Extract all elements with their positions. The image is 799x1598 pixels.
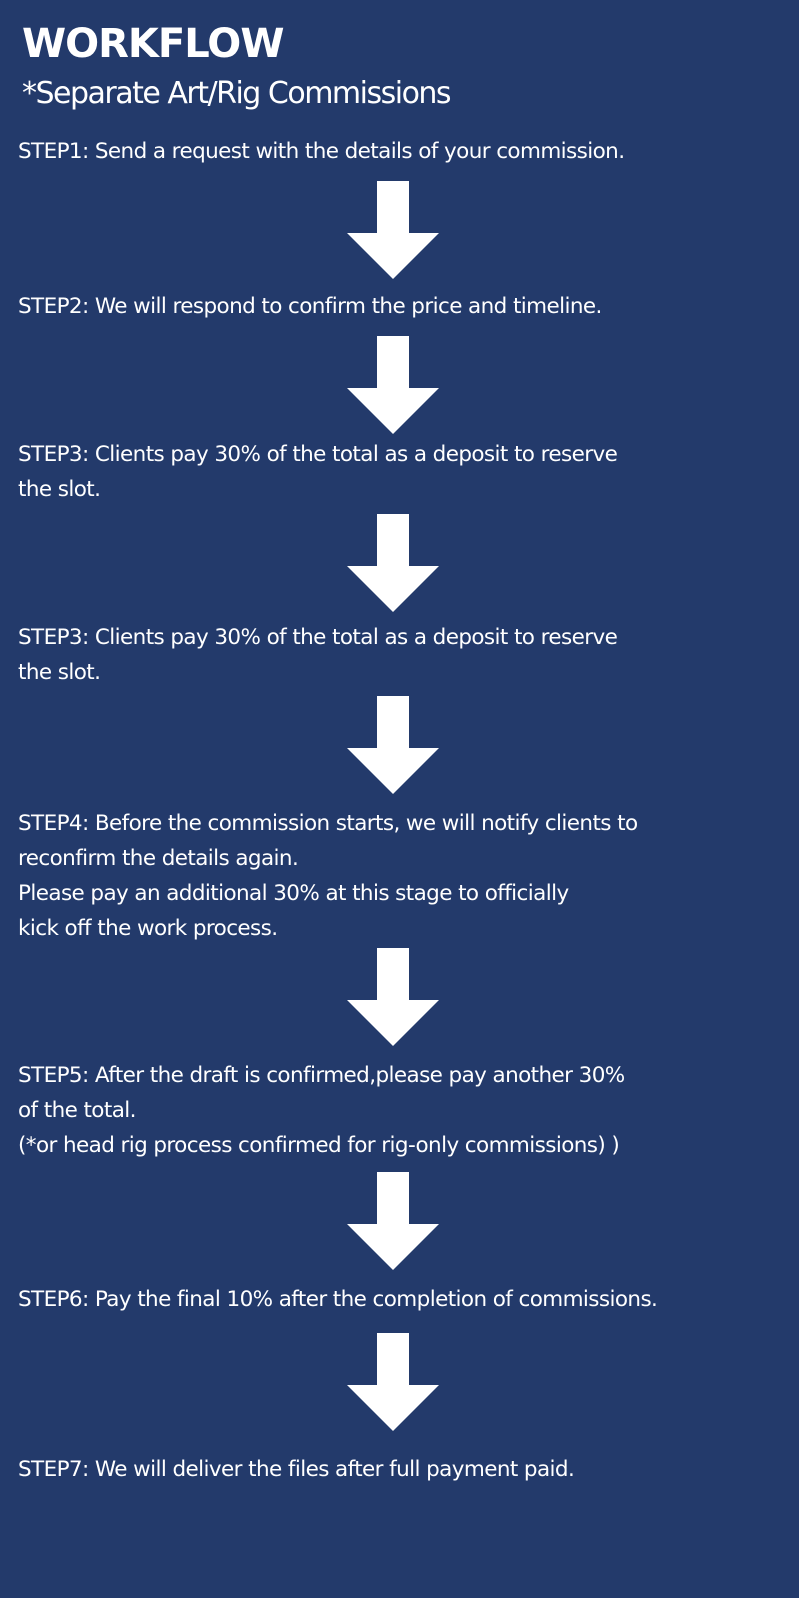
workflow-step-1: STEP1: Send a request with the details o… bbox=[18, 134, 788, 169]
step-text-line: the slot. bbox=[18, 660, 101, 685]
workflow-step-3-repeat: STEP3: Clients pay 30% of the total as a… bbox=[18, 620, 788, 690]
workflow-step-6: STEP6: Pay the final 10% after the compl… bbox=[18, 1282, 788, 1317]
step-text-line: STEP4: Before the commission starts, we … bbox=[18, 811, 638, 836]
step-text-line: STEP2: We will respond to confirm the pr… bbox=[18, 294, 602, 319]
step-text-line: reconfirm the details again. bbox=[18, 846, 299, 871]
down-arrow-icon bbox=[347, 1172, 439, 1270]
step-text-line: kick off the work process. bbox=[18, 916, 278, 941]
down-arrow-icon bbox=[347, 1333, 439, 1431]
step-text-line: the slot. bbox=[18, 477, 101, 502]
step-text-line: STEP5: After the draft is confirmed,plea… bbox=[18, 1063, 625, 1088]
page-subtitle: *Separate Art/Rig Commissions bbox=[22, 76, 452, 111]
down-arrow-icon bbox=[347, 948, 439, 1046]
step-text-line: STEP3: Clients pay 30% of the total as a… bbox=[18, 625, 618, 650]
workflow-step-7: STEP7: We will deliver the files after f… bbox=[18, 1452, 788, 1487]
workflow-step-4: STEP4: Before the commission starts, we … bbox=[18, 806, 788, 946]
workflow-step-5: STEP5: After the draft is confirmed,plea… bbox=[18, 1058, 788, 1163]
step-text-line: of the total. bbox=[18, 1098, 136, 1123]
step-text-line: (*or head rig process confirmed for rig-… bbox=[18, 1133, 620, 1158]
page-title: WORKFLOW bbox=[22, 21, 284, 67]
workflow-step-2: STEP2: We will respond to confirm the pr… bbox=[18, 289, 788, 324]
step-text-line: Please pay an additional 30% at this sta… bbox=[18, 881, 569, 906]
down-arrow-icon bbox=[347, 696, 439, 794]
step-text-line: STEP6: Pay the final 10% after the compl… bbox=[18, 1287, 658, 1312]
step-text-line: STEP7: We will deliver the files after f… bbox=[18, 1457, 575, 1482]
step-text-line: STEP1: Send a request with the details o… bbox=[18, 139, 625, 164]
down-arrow-icon bbox=[347, 336, 439, 434]
workflow-step-3: STEP3: Clients pay 30% of the total as a… bbox=[18, 437, 788, 507]
down-arrow-icon bbox=[347, 181, 439, 279]
step-text-line: STEP3: Clients pay 30% of the total as a… bbox=[18, 442, 618, 467]
down-arrow-icon bbox=[347, 514, 439, 612]
